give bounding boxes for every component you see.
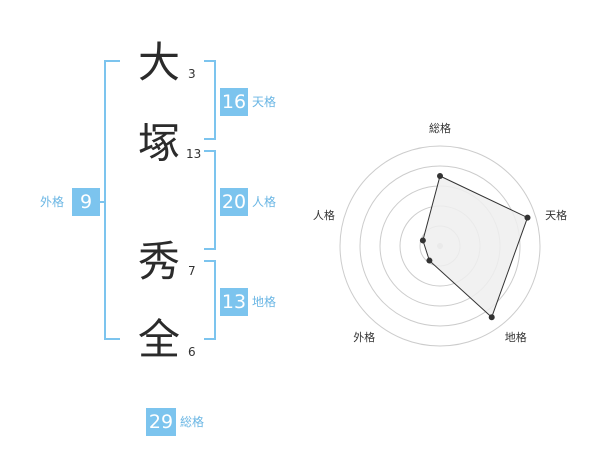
- jinkaku-badge: 20: [220, 188, 248, 216]
- gaikaku-label: 外格: [40, 195, 65, 209]
- stroke-count-4: 6: [188, 345, 196, 359]
- radar-grid-ring-5: [339, 145, 541, 347]
- radar-axis-label-2: 天格: [545, 208, 567, 222]
- radar-series-polygon: [422, 175, 529, 319]
- jinkaku-label: 人格: [252, 195, 277, 209]
- radar-point-4: [426, 257, 433, 264]
- chikaku-label: 地格: [252, 295, 277, 309]
- gaikaku-badge: 9: [72, 188, 100, 216]
- stroke-count-1: 3: [188, 67, 196, 81]
- radar-grid-ring-4: [359, 165, 521, 327]
- stroke-count-3: 7: [188, 264, 196, 278]
- chikaku-badge: 13: [220, 288, 248, 316]
- soukaku-badge: 29: [146, 408, 176, 436]
- radar-axis-label-5: 人格: [313, 208, 335, 222]
- radar-axis-label-4: 外格: [353, 330, 375, 344]
- name-char-2: 塚: [137, 119, 180, 168]
- radar-axis-label-3: 地格: [505, 330, 527, 344]
- soukaku-label: 総格: [180, 415, 205, 429]
- radar-point-5: [419, 237, 426, 244]
- tenkaku-label: 天格: [252, 95, 277, 109]
- radar-point-2: [524, 214, 531, 221]
- name-char-4: 全: [137, 315, 180, 364]
- radar-axis-label-1: 総格: [429, 121, 451, 135]
- stroke-count-2: 13: [186, 147, 202, 161]
- radar-point-1: [437, 173, 443, 179]
- radar-point-3: [488, 314, 495, 321]
- name-char-1: 大: [137, 38, 180, 87]
- tenkaku-badge: 16: [220, 88, 248, 116]
- name-char-3: 秀: [137, 237, 180, 286]
